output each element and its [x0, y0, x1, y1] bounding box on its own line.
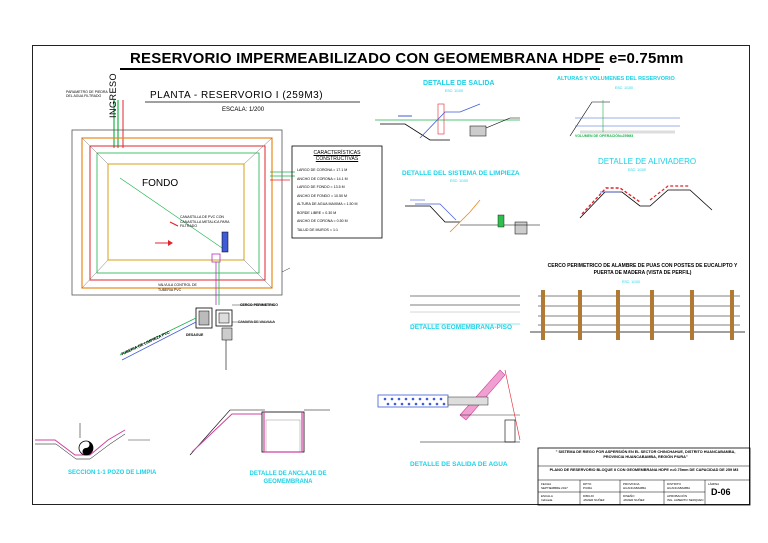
lamina-label: LÁMINA	[708, 482, 720, 486]
characteristic-row: TALUD DE MUROS = 1:1	[297, 227, 338, 232]
diseno-label: DISEÑO	[623, 494, 635, 498]
detail-salida-title: DETALLE DE SALIDA	[423, 80, 495, 87]
plan-scale: ESCALA: 1/200	[222, 107, 265, 113]
fecha-cell: FECHA SEPTIEMBRE 2017	[541, 482, 568, 490]
characteristics-list: LARGO DE CORONA = 17.1 M ANCHO DE CORONA…	[297, 166, 358, 234]
detail-geomembrana-piso-title: DETALLE GEOMEMBRANA-PISO	[410, 324, 513, 331]
detail-anclaje-title: DETALLE DE ANCLAJE DE GEOMEMBRANA	[249, 471, 327, 485]
detail-salida-agua-title: DETALLE DE SALIDA DE AGUA	[410, 461, 508, 468]
diseno-value: JAVIER NUÑEZ	[623, 498, 645, 502]
provincia-cell: PROVINCIA HUANCABAMBA	[623, 482, 646, 490]
fondo-label: FONDO	[142, 178, 179, 189]
characteristics-heading: CARACTERÍSTICAS CONSTRUCTIVAS	[313, 150, 361, 162]
cerco-small-label: CERCO PERIMETRICO	[240, 303, 278, 307]
title-underline	[120, 68, 600, 70]
depto-value: PIURA	[583, 486, 593, 490]
aprobacion-cell: APROBACIÓN ING. ALBERTO SERQUEN	[667, 494, 703, 502]
detail-alturas-title: ALTURAS Y VOLUMENES DEL RESERVORIO	[557, 76, 675, 82]
drawing-frame	[32, 45, 750, 505]
aprobacion-value: ING. ALBERTO SERQUEN	[667, 498, 704, 502]
volumen-label: VOLUMEN DE OPERACIÓN=259M3	[575, 134, 634, 138]
canastilla-note: CANASTILLA DE PVC CON CANASTILLA METALIC…	[180, 215, 230, 228]
sheet-title: RESERVORIO IMPERMEABILIZADO CON GEOMEMBR…	[130, 50, 684, 67]
detail-limpieza-title: DETALLE DEL SISTEMA DE LIMPIEZA	[402, 170, 520, 177]
characteristic-row: BORDE LIBRE = 0.30 M	[297, 210, 337, 215]
detail-limpieza-scale: ESC: 1/100	[450, 179, 468, 183]
detail-aliviadero-scale: ESC: 1/100	[628, 168, 646, 172]
lamina-value: D-06	[711, 487, 731, 497]
fecha-value: SEPTIEMBRE 2017	[541, 486, 568, 490]
characteristic-row: ANCHO DE FONDO = 10.50 M	[297, 193, 348, 198]
provincia-label: PROVINCIA	[623, 482, 640, 486]
project-name: " SISTEMA DE RIEGO POR ASPERSIÓN EN EL S…	[555, 450, 736, 459]
diseno-cell: DISEÑO JAVIER NUÑEZ	[623, 494, 644, 502]
provincia-value: HUANCABAMBA	[623, 486, 647, 490]
detail-aliviadero-title: DETALLE DE ALIVIADERO	[598, 157, 697, 166]
plan-title: PLANTA - RESERVORIO I (259M3)	[150, 90, 324, 101]
distrito-label: DISTRITO	[667, 482, 681, 486]
plan-name: PLANO DE RESERVORIO BLOQUE II CON GEOMEM…	[549, 468, 739, 472]
fecha-label: FECHA	[541, 482, 552, 486]
escala-value: Indicada	[541, 498, 553, 502]
escala-label: ESCALA	[541, 494, 553, 498]
characteristic-row: ANCHO DE CORONA = 0.50 M	[297, 219, 348, 223]
dibujo-value: JAVIER NUÑEZ	[583, 498, 605, 502]
characteristic-row: LARGO DE CORONA = 17.1 M	[297, 168, 348, 172]
escala-cell: ESCALA Indicada	[541, 494, 553, 502]
dibujo-cell: DIBUJO JAVIER NUÑEZ	[583, 494, 604, 502]
depto-cell: DPTO PIURA	[583, 482, 592, 490]
desague-label: DESAGUE	[186, 333, 204, 337]
camara-label: CAMARA DE VALVULA	[238, 320, 275, 324]
characteristic-row: ANCHO DE CORONA = 14.1 M	[297, 176, 348, 181]
characteristic-row: LARGO DE FONDO = 13.5 M	[297, 185, 345, 189]
dibujo-label: DIBUJO	[583, 494, 595, 498]
detail-cerco-scale: ESC: 1/100	[622, 280, 640, 284]
valvula-note: VALVULA CONTROL DE TUBERIA PVC	[158, 283, 197, 292]
depto-label: DPTO	[583, 482, 592, 486]
distrito-cell: DISTRITO HUANCABAMBA	[667, 482, 690, 490]
detail-alturas-scale: ESC: 1/100	[615, 86, 633, 90]
aprobacion-label: APROBACIÓN	[667, 494, 688, 498]
detail-cerco-title: CERCO PERIMETRICO DE ALAMBRE DE PUAS CON…	[547, 263, 738, 276]
detail-seccion-pozo-title: SECCION 1-1 POZO DE LIMPIA	[68, 470, 157, 476]
left-note: PARAMETRO DE PIEDRA DEL AGUA FILTRADO	[66, 90, 108, 98]
distrito-value: HUANCABAMBA	[667, 486, 691, 490]
detail-salida-scale: ESC: 1/100	[445, 89, 463, 93]
characteristic-row: ALTURA DE AGUA MAXIMA = 1.50 M	[297, 202, 358, 206]
